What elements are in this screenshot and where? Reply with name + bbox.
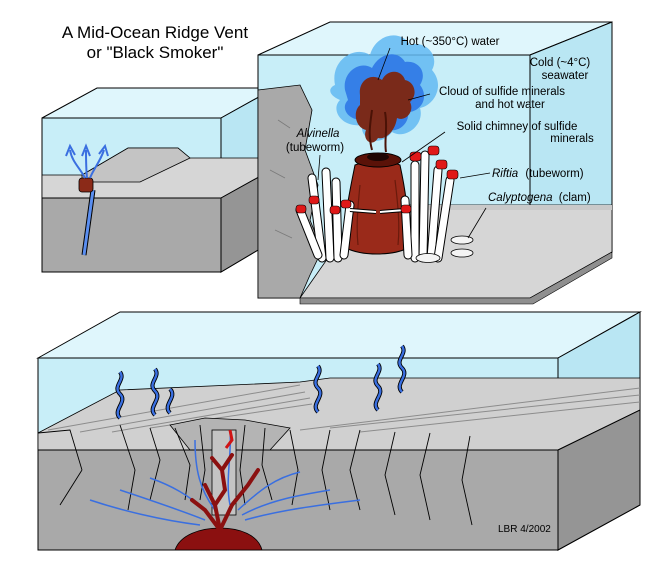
label-leaders [317,47,491,239]
title-line-1: A Mid-Ocean Ridge Vent [62,23,248,42]
small-block-arrow-left [69,149,86,179]
label-hot-water: Hot (~350°C) water [401,36,500,48]
small-block-rock-front [41,197,222,273]
closeup-seafloor-back [400,205,612,210]
vent-closeup-block: Hot (~350°C) water Cold (~4°C) seawater … [257,21,613,305]
label-calyptogena-name: Calyptogena [488,192,553,204]
closeup-cliff-wall [257,84,323,299]
alvinella-tubeworms [295,167,377,263]
small-block-arrow-right [89,149,105,179]
label-alvinella-name: Alvinella [296,128,340,140]
calyptogena-clams [415,235,474,263]
label-calyptogena: Calyptogena (clam) [488,192,591,204]
label-chimney-1: Solid chimney of sulfide [457,121,578,133]
chimney-orifice [367,153,389,161]
title: A Mid-Ocean Ridge Vent or "Black Smoker" [62,23,248,62]
magma-chamber [174,429,263,551]
ridge-rock-side [557,409,641,551]
label-cold-seawater-2: seawater [542,70,589,82]
rising-hot-water [116,345,406,419]
label-riftia-name: Riftia [492,168,518,180]
label-cloud-1: Cloud of sulfide minerals [439,86,565,98]
ridge-water-top [36,311,642,359]
small-ridge-block [41,87,277,273]
label-alvinella-type: (tubeworm) [286,142,344,154]
label-riftia: Riftia (tubeworm) [492,168,584,180]
closeup-front-edge [299,251,613,305]
label-chimney-2: minerals [550,133,594,145]
small-block-vent [78,177,94,193]
riftia-tubeworms [379,145,459,263]
hydrothermal-circulation [89,429,361,526]
label-calyptogena-type: (clam) [559,192,591,204]
label-cold-seawater-1: Cold (~4°C) [530,57,591,69]
fault-lines [37,424,473,526]
ridge-cross-section-block: LBR 4/2002 [36,311,642,551]
author-credit: LBR 4/2002 [498,524,551,535]
title-line-2: or "Black Smoker" [87,43,224,62]
label-riftia-type: (tubeworm) [525,168,583,180]
label-cloud-2: and hot water [475,99,545,111]
small-block-arrow-mid [85,149,88,179]
ridge-rock-front [37,449,559,551]
